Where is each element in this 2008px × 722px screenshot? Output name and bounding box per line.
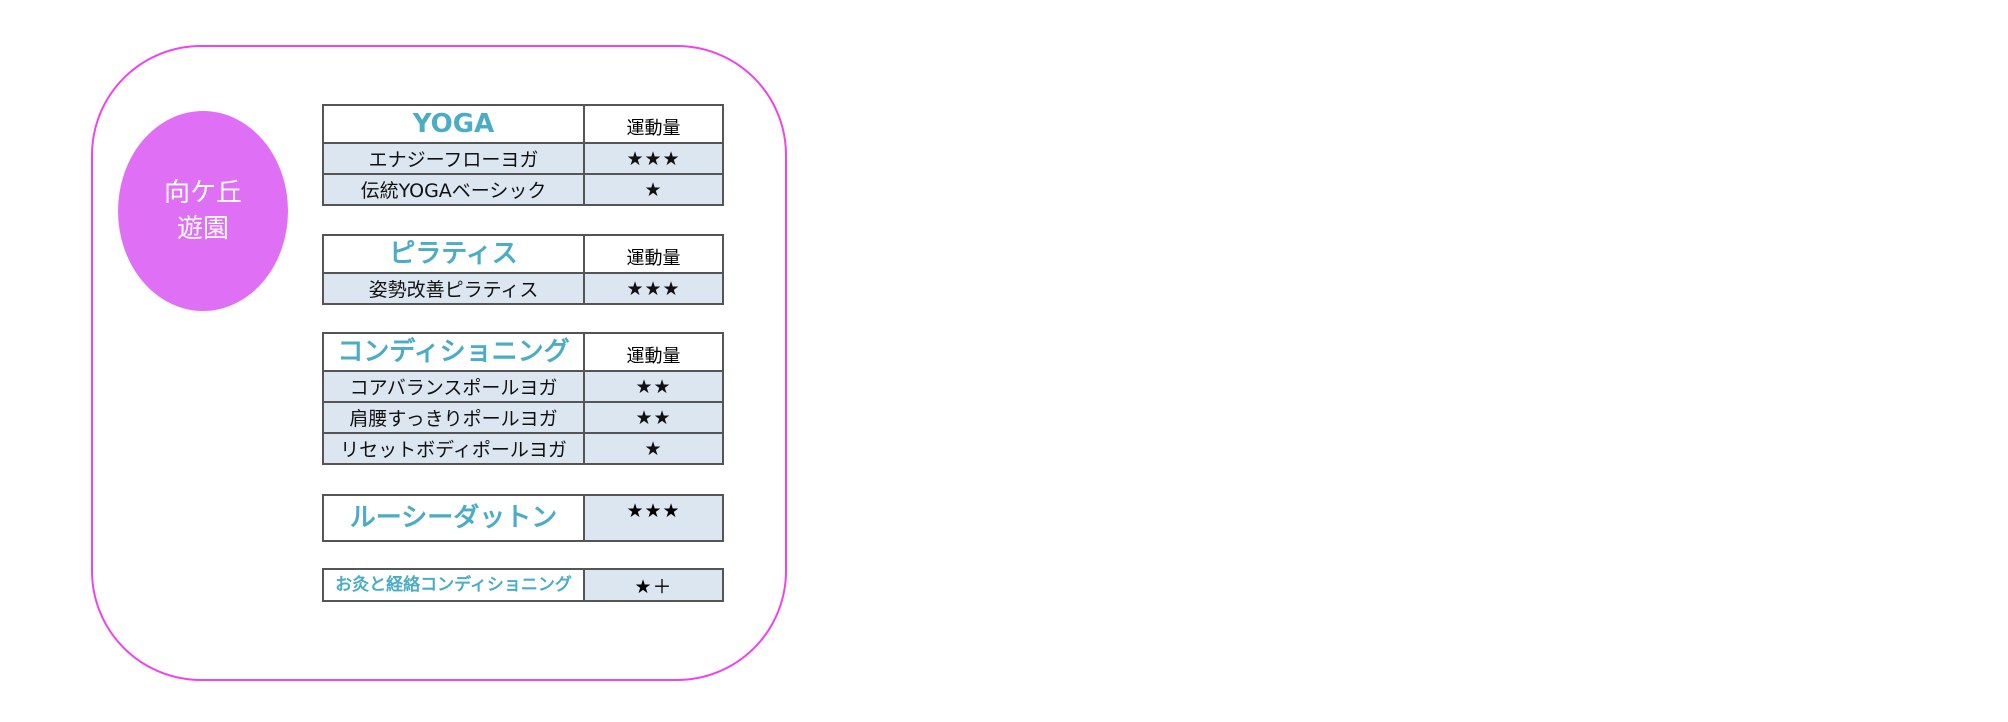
exercise-level: ★★ <box>583 370 724 403</box>
amount-header: 運動量 <box>583 332 724 372</box>
table-row: お灸と経絡コンディショニング ★＋ <box>322 568 724 602</box>
table-row: ルーシーダットン ★★★ <box>322 494 724 542</box>
table-row: コアバランスポールヨガ ★★ <box>322 370 724 403</box>
class-table-moxibustion: お灸と経絡コンディショニング ★＋ <box>322 568 724 602</box>
category-title: お灸と経絡コンディショニング <box>322 568 585 602</box>
table-row: リセットボディポールヨガ ★ <box>322 432 724 465</box>
exercise-level: ★★ <box>583 401 724 434</box>
table-row: エナジーフローヨガ ★★★ <box>322 142 724 175</box>
venue-badge: 向ケ丘 遊園 <box>118 111 288 311</box>
category-title: ピラティス <box>322 234 585 274</box>
exercise-level: ★★★ <box>583 142 724 175</box>
class-name: リセットボディポールヨガ <box>322 432 585 465</box>
table-row: 伝統YOGAベーシック ★ <box>322 173 724 206</box>
class-table-yoga: YOGA 運動量 エナジーフローヨガ ★★★ 伝統YOGAベーシック ★ <box>322 104 724 206</box>
exercise-level: ★★★ <box>583 272 724 305</box>
exercise-level: ★ <box>583 432 724 465</box>
table-header-row: ピラティス 運動量 <box>322 234 724 274</box>
class-name: 伝統YOGAベーシック <box>322 173 585 206</box>
amount-header: 運動量 <box>583 234 724 274</box>
class-table-conditioning: コンディショニング 運動量 コアバランスポールヨガ ★★ 肩腰すっきりポールヨガ… <box>322 332 724 465</box>
class-name: 肩腰すっきりポールヨガ <box>322 401 585 434</box>
class-table-pilates: ピラティス 運動量 姿勢改善ピラティス ★★★ <box>322 234 724 305</box>
class-name: エナジーフローヨガ <box>322 142 585 175</box>
table-row: 姿勢改善ピラティス ★★★ <box>322 272 724 305</box>
class-name: コアバランスポールヨガ <box>322 370 585 403</box>
amount-header: 運動量 <box>583 104 724 144</box>
venue-name-line1: 向ケ丘 <box>163 178 242 208</box>
exercise-level: ★ <box>583 173 724 206</box>
table-header-row: コンディショニング 運動量 <box>322 332 724 372</box>
exercise-level: ★＋ <box>583 568 724 602</box>
class-table-lucy-datton: ルーシーダットン ★★★ <box>322 494 724 542</box>
venue-name-line2: 遊園 <box>176 214 229 244</box>
venue-frame <box>91 45 787 681</box>
exercise-level: ★★★ <box>583 494 724 542</box>
category-title: ルーシーダットン <box>322 494 585 542</box>
table-header-row: YOGA 運動量 <box>322 104 724 144</box>
category-title: YOGA <box>322 104 585 144</box>
category-title: コンディショニング <box>322 332 585 372</box>
table-row: 肩腰すっきりポールヨガ ★★ <box>322 401 724 434</box>
class-name: 姿勢改善ピラティス <box>322 272 585 305</box>
